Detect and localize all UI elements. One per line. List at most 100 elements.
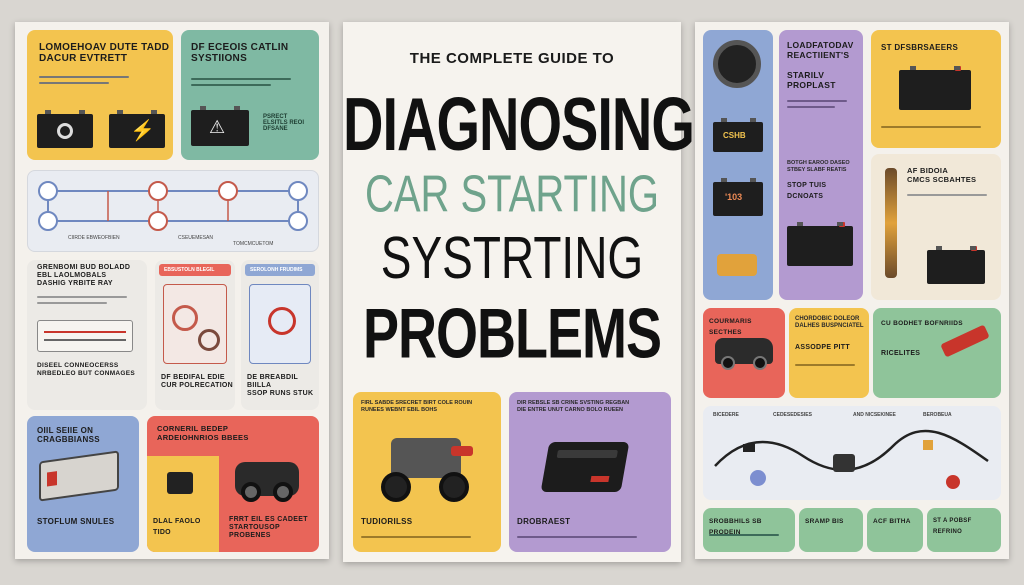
text-line	[39, 76, 129, 78]
terminal-panel-title: OIIL SEIIE ON CRAGBBIANSS	[37, 426, 100, 444]
chain-label-2: CEDESEDESIES	[773, 412, 812, 418]
chordobic-title: CHORDOBIC DOLEOR DALHES BUSPNCIATEL	[795, 316, 864, 329]
starter-label: EBSUSTOLN BLEGIL	[164, 267, 215, 273]
title-line-problems: PROBLEMS	[362, 295, 662, 374]
title-line-systrting: SYSTRTING	[380, 223, 644, 291]
starter-motor-icon	[235, 462, 299, 502]
text-line	[787, 100, 847, 102]
battery-large-icon	[787, 222, 853, 266]
engine-panel-label: TUDIORILSS	[361, 517, 413, 526]
battery-label-2: '103	[725, 192, 743, 202]
alternator-icon	[713, 40, 761, 88]
terminal-device-icon	[39, 450, 119, 502]
tire-icon	[57, 123, 73, 139]
cable-chain-svg	[714, 429, 989, 489]
flow-diagram-svg	[38, 181, 308, 231]
chordobic-panel: CHORDOBIC DOLEOR DALHES BUSPNCIATEL ASSO…	[789, 308, 869, 398]
text-line	[787, 106, 835, 108]
lightning-icon: ⚡	[130, 120, 155, 142]
connectors-panel-title: CORNERIL BEDEP ARDEIOHNRIOS BBEES	[157, 424, 249, 442]
flow-diagram: CIIRDE EBWEOFBIEN CSEUEMESAN TOMCMCUETOM	[27, 170, 319, 252]
car-icon	[715, 338, 773, 370]
reactions-mid-heading: STOP TUIS DCNOATS	[787, 182, 827, 200]
engine-panel-title: FIRL SABDE SRECRET BIRT COLE ROUIN RUNEE…	[361, 400, 473, 413]
reactions-title: LOADFATODAV REACTIIENT'S	[787, 40, 854, 60]
terminal-caption: STOFLUM SNULES	[37, 517, 115, 526]
starter-brakes-title: ST DFSBRSAEERS	[881, 43, 959, 52]
systems-panel: DF ECEOIS CATLIN SYSTIIONS ⚠ PSRECT ELSI…	[181, 30, 319, 160]
solenoid-panel: SEROLONH FRUDIMS DE BREABDIL BIILLA SSOP…	[241, 260, 319, 410]
cable-chain-panel: BICEDERE CEDESEDESIES AND NICSEKINEE BER…	[703, 406, 1001, 500]
text-line	[39, 82, 109, 84]
cable-clamp-icon	[940, 324, 990, 358]
solenoid-caption: DE BREABDIL BIILLA SSOP RUNS STUK	[247, 374, 314, 397]
connectors-panel: CORNERIL BEDEP ARDEIOHNRIOS BBEES DLAL F…	[147, 416, 319, 552]
chain-label-4: BEROBEUA	[923, 412, 952, 418]
starter-caption: DF BEDIFAL EDIE CUR POLRECATION	[161, 374, 234, 389]
systems-panel-title: DF ECEOIS CATLIN SYSTIIONS	[191, 42, 289, 64]
footer-label-4: ST A POBSF REFRINO	[933, 518, 972, 535]
chordobic-sub: ASSODPE PITT	[795, 344, 850, 351]
warning-icon: ⚠	[209, 117, 226, 137]
text-line	[907, 194, 987, 196]
cu-bodhet-sub: RICELITES	[881, 350, 921, 357]
solenoid-label: SEROLONH FRUDIMS	[250, 267, 303, 273]
battery-module-icon	[540, 442, 630, 492]
footer-panel-1: SROBBHILS SB PRODEIN	[703, 508, 795, 552]
text-line	[37, 296, 127, 298]
footer-label-3: ACF BITHA	[873, 518, 911, 525]
spark-panel: AF BIDOIA CMCS SCBAHTES	[871, 154, 1001, 300]
right-poster: CSHB '103 LOADFATODAV REACTIIENT'S STARI…	[695, 22, 1009, 559]
battery-module-label: DROBRAEST	[517, 517, 571, 526]
battery-warning-icon: ⚠	[191, 106, 249, 146]
intro-panel-title: LOMOEHOAV DUTE TADD DACUR EVTRETT	[39, 42, 170, 64]
battery-module-panel: DIR REBSLE SB CRINE SVSTING REGBAN DIE E…	[509, 392, 671, 552]
courmaris-title: COURMARIS SECTHES	[709, 318, 752, 336]
yellow-plug-panel: DLAL FAOLO TIDO	[147, 456, 219, 552]
text-line	[191, 78, 291, 80]
battery-module-title: DIR REBSLE SB CRINE SVSTING REGBAN DIE E…	[517, 400, 630, 413]
starter-brakes-panel: ST DFSBRSAEERS	[871, 30, 1001, 148]
text-line	[191, 84, 271, 86]
wiring-panel: GRENBOMI BUD BOLADD EBL LAOLMOBALS DASHI…	[27, 260, 147, 410]
reactions-panel: LOADFATODAV REACTIIENT'S STARILV PROPLAS…	[779, 30, 863, 300]
footer-panel-2: SRAMP BIS	[799, 508, 863, 552]
footer-panel-3: ACF BITHA	[867, 508, 923, 552]
battery-bolt-icon: ⚡	[109, 110, 165, 148]
cu-bodhet-panel: CU BODHET BOFNRIIDS RICELITES	[873, 308, 1001, 398]
footer-panel-4: ST A POBSF REFRINO	[927, 508, 1001, 552]
engine-icon	[381, 428, 475, 504]
battery-yellow-icon: CSHB	[713, 118, 763, 152]
title-line-diagnosing: DIAGNOSING	[343, 81, 695, 167]
battery-icon	[37, 110, 93, 148]
battery-label-1: CSHB	[723, 131, 746, 140]
courmaris-panel: COURMARIS SECTHES	[703, 308, 785, 398]
starter-problems-caption: FRRT EIL ES CADEET STARTOUSOP PROBENES	[229, 516, 308, 539]
cu-bodhet-title: CU BODHET BOFNRIIDS	[881, 320, 963, 327]
text-line	[795, 364, 855, 366]
chain-label-3: AND NICSEKINEE	[853, 412, 896, 418]
starter-label-bar: EBSUSTOLN BLEGIL	[159, 264, 231, 276]
text-line	[517, 536, 637, 538]
flow-label-2: CSEUEMESAN	[178, 235, 214, 241]
wiring-panel-label: DISEEL CONNEOCERSS NRBEDLEO BUT CONMAGES	[37, 362, 136, 377]
components-column: CSHB '103	[703, 30, 773, 300]
flow-label-1: CIIRDE EBWEOFBIEN	[68, 235, 120, 241]
spark-plug-icon	[885, 168, 897, 278]
left-poster: LOMOEHOAV DUTE TADD DACUR EVTRETT ⚡ DF E…	[15, 22, 329, 559]
title-line-car-starting: CAR STARTING	[364, 166, 660, 224]
reactions-mid-text: BOTGH EAROO DASEO STBEY SLABF REATIS	[787, 160, 850, 173]
systems-side-text: PSRECT ELSITLS REOI DFSANE	[263, 114, 305, 132]
intro-panel: LOMOEHOAV DUTE TADD DACUR EVTRETT ⚡	[27, 30, 173, 160]
starter-diagram	[163, 284, 227, 364]
terminal-panel: OIIL SEIIE ON CRAGBBIANSS STOFLUM SNULES	[27, 416, 139, 552]
battery-orange-icon: '103	[713, 178, 763, 216]
plug-caption: DLAL FAOLO TIDO	[153, 518, 201, 536]
footer-label-1: SROBBHILS SB PRODEIN	[709, 518, 762, 536]
flow-label-3: TOMCMCUETOM	[233, 241, 274, 247]
text-line	[709, 534, 779, 536]
reactions-subtitle: STARILV PROPLAST	[787, 70, 836, 90]
center-poster: THE COMPLETE GUIDE TO DIAGNOSING CAR STA…	[343, 22, 695, 562]
spark-panel-title: AF BIDOIA CMCS SCBAHTES	[907, 166, 977, 184]
fuse-icon	[717, 254, 757, 276]
